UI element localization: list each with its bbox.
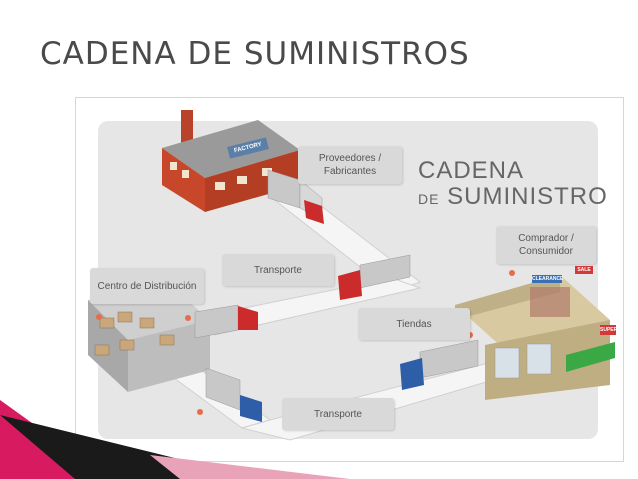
sign-super: SUPER	[600, 327, 618, 333]
truck-red-center	[194, 304, 258, 339]
label-transporte-bottom: Transporte	[282, 398, 394, 430]
accent-light-stripe	[150, 455, 350, 479]
label-transporte-top: Transporte	[222, 254, 334, 286]
brand-line1: CADENA	[418, 157, 525, 184]
factory-side	[205, 150, 300, 212]
retail-store	[455, 266, 616, 400]
label-centro-distribucion: Centro de Distribución	[90, 268, 204, 304]
label-tiendas: Tiendas	[358, 308, 470, 340]
store-awning	[566, 342, 615, 372]
label-proveedores: Proveedores / Fabricantes	[298, 146, 402, 184]
truck-blue-bottom	[205, 367, 262, 422]
slide-title: CADENA DE SUMINISTROS	[40, 36, 470, 72]
sign-clearance: CLEARANCE	[532, 276, 564, 282]
sign-sale: SALE	[577, 267, 591, 273]
brand-line2-main: SUMINISTRO	[447, 183, 608, 210]
label-comprador: Comprador / Consumidor	[496, 226, 596, 264]
brand-title: CADENA DE SUMINISTRO	[418, 158, 608, 212]
store-back-wall	[455, 275, 560, 320]
truck-red-factory	[267, 169, 324, 224]
truck-red-transport	[338, 254, 411, 300]
truck-blue-store	[400, 339, 479, 390]
brand-line2-prefix: DE	[418, 191, 440, 207]
brand-line2: DE SUMINISTRO	[418, 184, 608, 212]
warehouse-front-wall	[128, 320, 210, 392]
